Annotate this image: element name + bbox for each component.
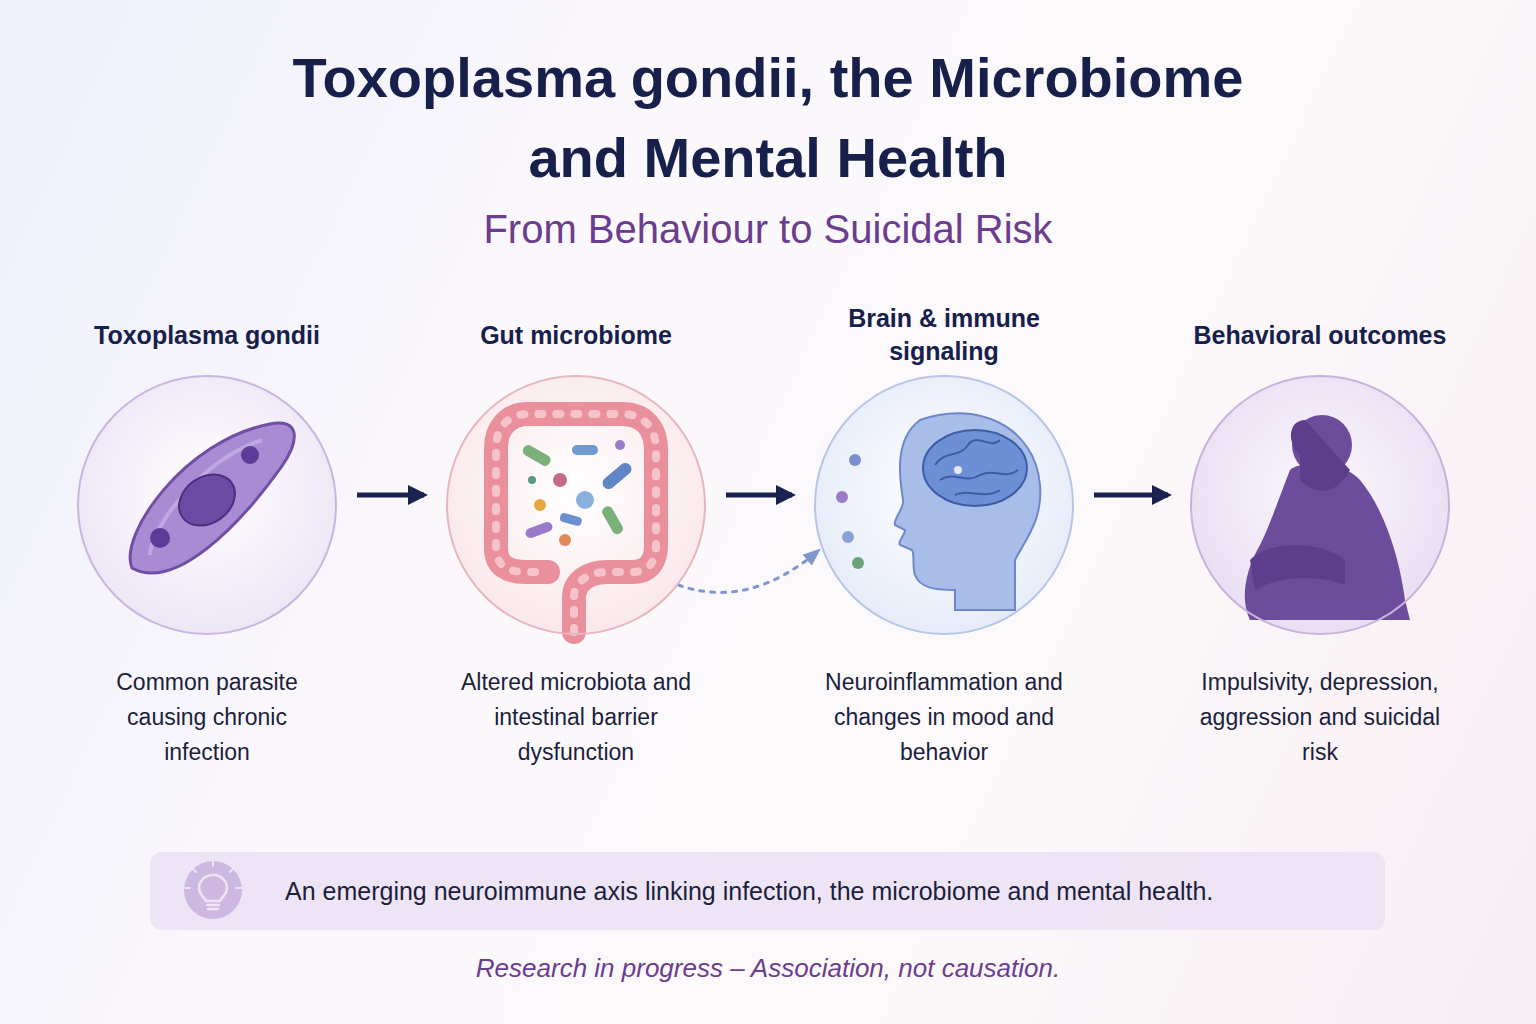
flow-arrow (1094, 493, 1168, 498)
stage-heading: Gut microbiome (431, 295, 721, 375)
distressed-person-illustration (1245, 415, 1410, 620)
stage-circle (814, 375, 1074, 635)
stage-node: Gut microbiomeAltered microbiota and int… (416, 295, 736, 770)
stage-circle (446, 375, 706, 635)
summary-band: An emerging neuroimmune axis linking inf… (150, 852, 1385, 930)
stage-node: Behavioral outcomesImpulsivity, depressi… (1160, 295, 1480, 770)
stage-description: Altered microbiota and intestinal barrie… (451, 665, 701, 770)
stage-node: Toxoplasma gondiiCommon parasite causing… (47, 295, 367, 770)
caption: Research in progress – Association, not … (0, 950, 1536, 986)
flow-arrow (726, 493, 792, 498)
flow-arrow (357, 493, 424, 498)
stage-heading: Behavioral outcomes (1170, 295, 1470, 375)
stage-circle (1190, 375, 1450, 635)
stage-description: Neuroinflammation and changes in mood an… (819, 665, 1069, 770)
summary-text: An emerging neuroimmune axis linking inf… (285, 875, 1213, 907)
circle-ground (1191, 376, 1449, 634)
stage-heading: Toxoplasma gondii (62, 295, 352, 375)
parasite-illustration (130, 423, 294, 573)
diagram-title: Toxoplasma gondii, the Microbiome and Me… (268, 38, 1268, 198)
stage-circle (77, 375, 337, 635)
circle-ground (78, 376, 336, 634)
colon-illustration (496, 414, 656, 632)
bacteria-illustration (521, 440, 634, 546)
stage-heading: Brain & immune signaling (824, 295, 1064, 375)
stage-description: Common parasite causing chronic infectio… (100, 665, 315, 770)
circle-ground (815, 376, 1073, 634)
circle-ground (447, 376, 705, 634)
stage-node: Brain & immune signalingNeuroinflammatio… (784, 295, 1104, 770)
dotted-arrow (678, 551, 818, 593)
subtitle: From Behaviour to Suicidal Risk (0, 203, 1536, 255)
stage-description: Impulsivity, depression, aggression and … (1188, 665, 1453, 770)
head-brain-illustration (836, 413, 1040, 610)
